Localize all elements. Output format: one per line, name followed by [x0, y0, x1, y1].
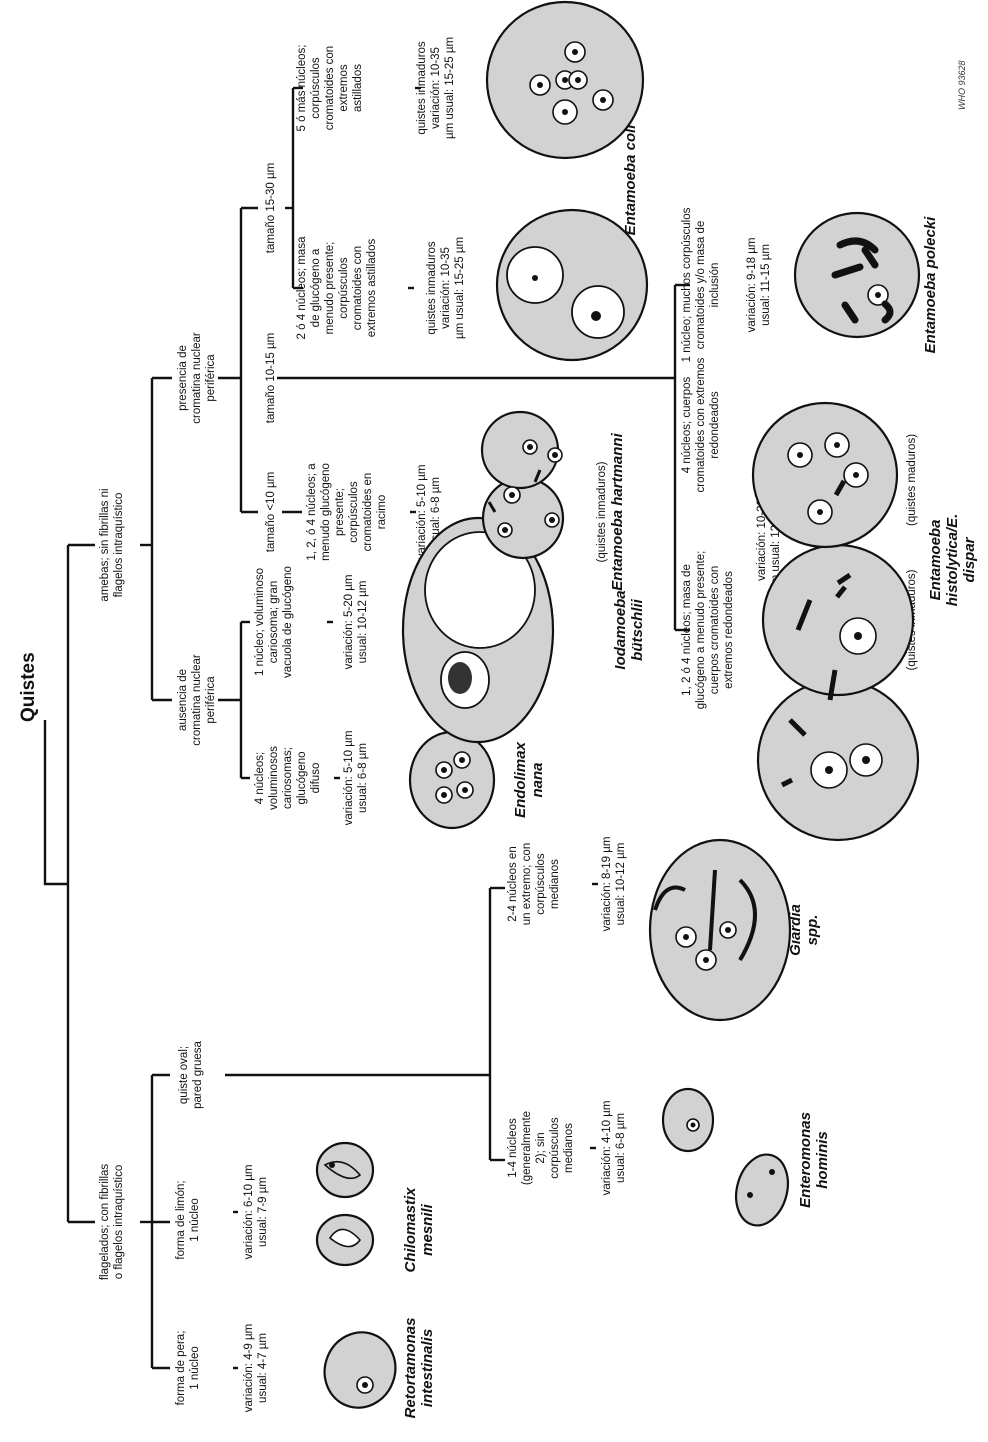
- label-quiste-oval: quiste oval;pared gruesa: [178, 1041, 204, 1109]
- endolimax-cyst-illustration: [410, 732, 494, 828]
- polecki-cyst-illustration: [795, 213, 919, 337]
- enteromonas-cyst-illustration: [663, 1089, 795, 1231]
- species-chilomastix: Chilomastixmesnili: [402, 1187, 436, 1273]
- label-forma-pera: forma de pera;1 núcleo: [175, 1331, 201, 1406]
- species-histolytica: Entamoebahistolytica/E.dispar: [927, 514, 978, 607]
- hartmanni-note: (quistes inmaduros): [596, 461, 608, 562]
- histolytica-mature-note: (quistes maduros): [906, 434, 918, 526]
- label-tamano-15-30: tamaño 15-30 µm: [265, 163, 277, 253]
- species-hartmanni: Entamoeba hartmanni: [609, 432, 626, 590]
- hartmanni-cyst-illustration: [482, 412, 563, 558]
- giardia-cyst-illustration: [650, 840, 790, 1020]
- coli-mature-cyst-illustration: [487, 2, 643, 158]
- coli-immature-cyst-illustration: [497, 210, 647, 360]
- diagram-title: Quistes: [18, 652, 39, 722]
- histolytica-immature-cyst-illustration: [758, 545, 918, 840]
- species-retortamonas: Retortamonasintestinalis: [402, 1318, 436, 1419]
- histolytica-mature-cyst-illustration: [753, 403, 897, 547]
- species-polecki: Entamoeba polecki: [922, 216, 939, 354]
- species-enteromonas: Enteromonashominis: [797, 1112, 831, 1208]
- species-giardia: Giardiaspp.: [787, 904, 821, 956]
- retortamonas-cyst-illustration: [314, 1322, 406, 1417]
- species-iodamoeba: Iodamoebabütschlii: [612, 590, 646, 669]
- label-forma-limon: forma de limón;1 núcleo: [175, 1180, 201, 1259]
- species-endolimax: Endolimaxnana: [512, 741, 546, 818]
- species-coli: Entamoeba coli: [622, 124, 639, 236]
- label-tamano-10-15: tamaño 10-15 µm: [265, 333, 277, 423]
- chilomastix-cyst-illustration: [317, 1143, 373, 1265]
- figure-code: WHO 93628: [957, 60, 967, 110]
- label-tamano-lt10: tamaño <10 µm: [265, 472, 277, 552]
